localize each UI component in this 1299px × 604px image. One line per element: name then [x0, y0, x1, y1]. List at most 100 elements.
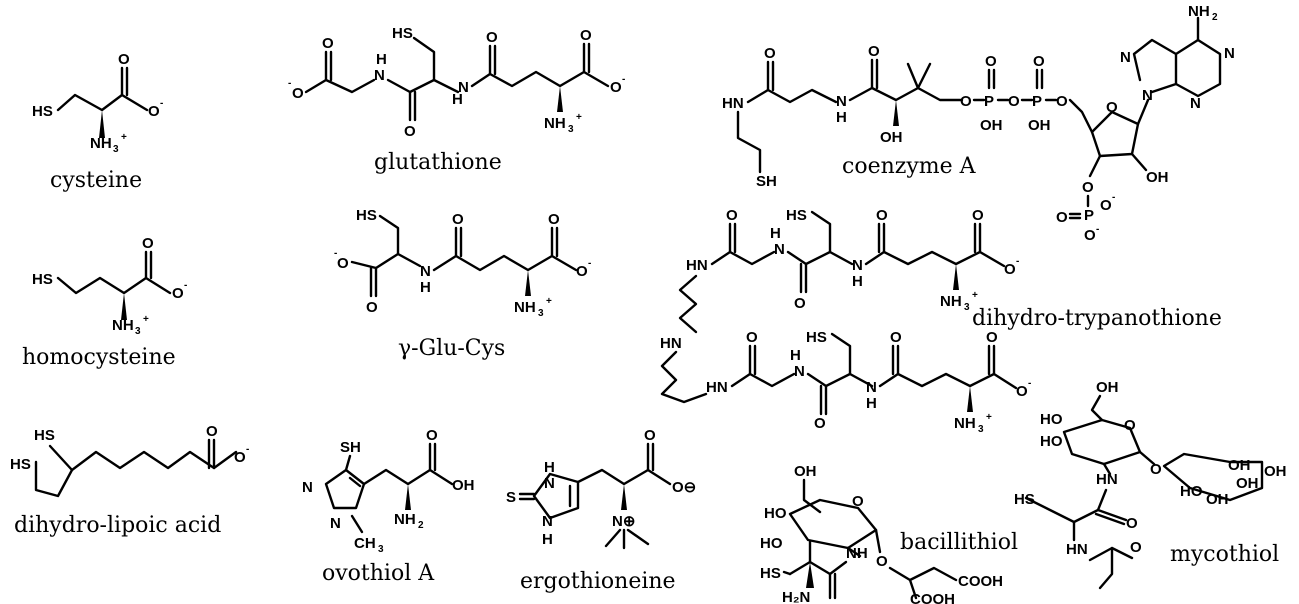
- charge-label: -: [1028, 378, 1031, 389]
- ovothiol-structure: SH N N CH 3 O OH NH 2: [302, 427, 475, 555]
- atom-label: H: [420, 279, 431, 296]
- atom-label: HO: [764, 505, 787, 522]
- atom-label: O: [576, 263, 588, 280]
- atom-label: O: [1082, 179, 1094, 196]
- atom-label: P: [984, 93, 994, 110]
- atom-label: HS: [32, 271, 53, 288]
- atom-label: H₂N: [782, 589, 810, 604]
- atom-label: H: [376, 51, 387, 68]
- atom-label: HO: [1040, 411, 1063, 428]
- atom-label: HO: [760, 535, 783, 552]
- atom-label: O: [206, 423, 218, 440]
- atom-label: O: [1126, 515, 1138, 532]
- atom-label: N: [774, 241, 785, 258]
- atom-label: NH: [846, 545, 868, 562]
- atom-label: OH: [880, 129, 903, 146]
- atom-label: O: [644, 427, 656, 444]
- atom-label: N: [836, 93, 847, 110]
- glucys-structure: HS O - O N H O O O - NH 3 +: [334, 207, 591, 319]
- atom-label: HS: [356, 207, 377, 224]
- atom-label: O: [234, 449, 246, 466]
- atom-label: OH: [1096, 379, 1119, 396]
- atom-label: N: [1142, 87, 1153, 104]
- homocysteine-structure: HS O O - NH 3 +: [32, 235, 187, 337]
- atom-label: H: [544, 459, 555, 476]
- atom-label: O: [292, 85, 304, 102]
- bacillithiol-structure: OH O HO HO NH O COOH COOH HS H₂N: [760, 463, 1003, 604]
- atom-label: N: [420, 263, 431, 280]
- atom-label: O: [142, 235, 154, 252]
- atom-label: NH: [940, 293, 962, 310]
- atom-label: N: [1190, 95, 1201, 112]
- atom-label: 3: [135, 326, 141, 337]
- atom-label: O: [986, 329, 998, 346]
- atom-label: HN: [1066, 541, 1088, 558]
- charge-label: +: [986, 412, 992, 423]
- atom-label: HN: [686, 257, 708, 274]
- atom-label: N: [1120, 49, 1131, 66]
- trypanothione-name: dihydro-trypanothione: [972, 306, 1222, 331]
- atom-label: O: [764, 45, 776, 62]
- atom-label: NH: [394, 511, 416, 528]
- atom-label: NH: [90, 135, 112, 152]
- atom-label: HN: [1096, 471, 1118, 488]
- glucys-name: γ-Glu-Cys: [398, 336, 505, 361]
- atom-label: 2: [1212, 12, 1218, 23]
- atom-label: N⊕: [612, 513, 635, 530]
- glutathione-structure: O - O N H O HS H N O O O - NH 3 +: [288, 25, 625, 140]
- ergothioneine-structure: S H N N H O O⊖ N⊕: [506, 427, 696, 550]
- atom-label: HS: [760, 565, 781, 582]
- bacillithiol-name: bacillithiol: [900, 530, 1018, 555]
- charge-label: -: [588, 258, 591, 269]
- atom-label: 3: [568, 124, 574, 135]
- atom-label: O: [1106, 99, 1118, 116]
- atom-label: O: [322, 35, 334, 52]
- atom-label: O: [172, 285, 184, 302]
- atom-label: O: [726, 207, 738, 224]
- atom-label: O: [1084, 227, 1096, 244]
- ergothioneine-name: ergothioneine: [520, 569, 676, 594]
- atom-label: NH: [954, 415, 976, 432]
- atom-label: COOH: [958, 573, 1003, 590]
- atom-label: N: [544, 475, 555, 492]
- atom-label: S: [506, 489, 516, 506]
- atom-label: HS: [392, 25, 413, 42]
- atom-label: 3: [378, 544, 384, 555]
- atom-label: NH: [544, 115, 566, 132]
- atom-label: N: [330, 515, 341, 532]
- atom-label: O: [1124, 417, 1136, 434]
- atom-label: O: [876, 553, 888, 570]
- atom-label: 3: [964, 302, 970, 313]
- atom-label: H: [836, 109, 847, 126]
- atom-label: O⊖: [672, 479, 696, 496]
- homocysteine-name: homocysteine: [22, 345, 176, 370]
- atom-label: O: [580, 27, 592, 44]
- lipoic-name: dihydro-lipoic acid: [14, 513, 221, 538]
- atom-label: NH: [112, 317, 134, 334]
- atom-label: SH: [756, 173, 777, 190]
- atom-label: COOH: [910, 591, 955, 604]
- atom-label: OH: [980, 117, 1003, 134]
- charge-label: +: [121, 132, 127, 143]
- atom-label: 3: [113, 144, 119, 155]
- atom-label: H: [852, 273, 863, 290]
- atom-label: O: [337, 255, 349, 272]
- atom-label: OH: [1146, 169, 1169, 186]
- atom-label: OH: [1236, 475, 1259, 492]
- atom-label: O: [1150, 461, 1162, 478]
- atom-label: HO: [1040, 433, 1063, 450]
- atom-label: HS: [806, 329, 827, 346]
- charge-label: -: [160, 98, 163, 109]
- ovothiol-name: ovothiol A: [322, 561, 435, 586]
- atom-label: HN: [706, 379, 728, 396]
- atom-label: O: [960, 93, 972, 110]
- atom-label: HS: [32, 103, 53, 120]
- atom-label: N: [302, 479, 313, 496]
- atom-label: O: [148, 103, 160, 120]
- atom-label: OH: [1264, 463, 1287, 480]
- charge-label: +: [546, 296, 552, 307]
- atom-label: O: [1004, 261, 1016, 278]
- atom-label: O: [746, 329, 758, 346]
